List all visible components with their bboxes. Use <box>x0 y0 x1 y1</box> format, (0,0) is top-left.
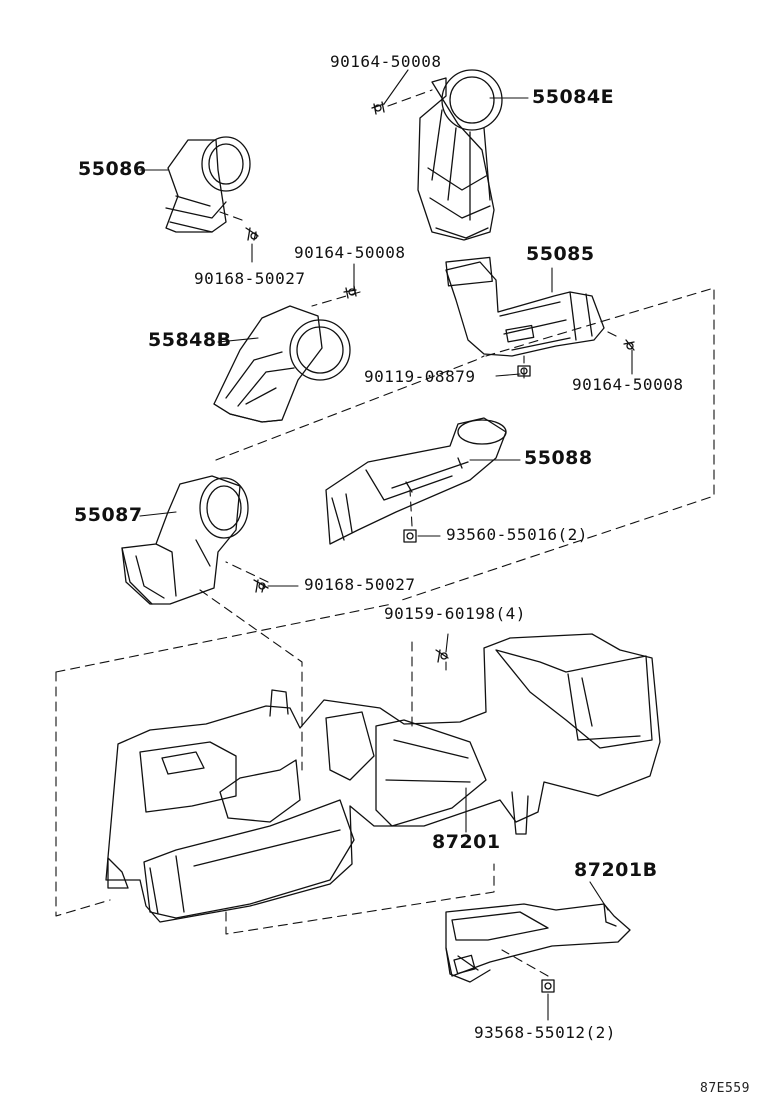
screw-90168-a <box>245 227 259 241</box>
part-87201-housing <box>105 633 661 923</box>
diagram-code: 87E559 <box>700 1081 750 1096</box>
label-55087: 55087 <box>74 504 143 526</box>
label-90119-08879: 90119-08879 <box>364 367 476 386</box>
screw-90164-top <box>371 101 385 115</box>
screw-90164-right <box>623 339 635 351</box>
label-87201b: 87201B <box>574 859 658 881</box>
part-55085-duct <box>445 256 605 357</box>
label-90164-50008-mid: 90164-50008 <box>294 243 406 262</box>
label-55848b: 55848B <box>148 329 232 351</box>
leader-lines <box>139 69 633 1021</box>
label-55086: 55086 <box>78 158 147 180</box>
label-90159-60198: 90159-60198(4) <box>384 604 526 623</box>
screw-93560 <box>403 529 417 543</box>
part-55086-elbow <box>165 136 251 233</box>
part-55088-duct <box>325 417 507 545</box>
screw-90168-b <box>253 579 269 593</box>
screw-93568 <box>541 979 555 993</box>
label-93560-55016: 93560-55016(2) <box>446 525 588 544</box>
label-93568-55012: 93568-55012(2) <box>474 1023 616 1042</box>
label-55088: 55088 <box>524 447 593 469</box>
part-87201b-duct <box>445 903 631 983</box>
label-90168-50027-b: 90168-50027 <box>304 575 416 594</box>
dashed-assembly-lines <box>55 89 715 977</box>
label-90168-50027-a: 90168-50027 <box>194 269 306 288</box>
label-55085: 55085 <box>526 243 595 265</box>
label-55084e: 55084E <box>532 86 615 108</box>
part-55848b-duct <box>213 305 351 423</box>
part-55084e-duct <box>417 69 503 241</box>
screw-90159 <box>435 649 449 663</box>
label-90164-50008-right: 90164-50008 <box>572 375 684 394</box>
label-87201: 87201 <box>432 831 501 853</box>
part-55087-elbow <box>121 475 249 605</box>
label-90164-50008-top: 90164-50008 <box>330 52 442 71</box>
